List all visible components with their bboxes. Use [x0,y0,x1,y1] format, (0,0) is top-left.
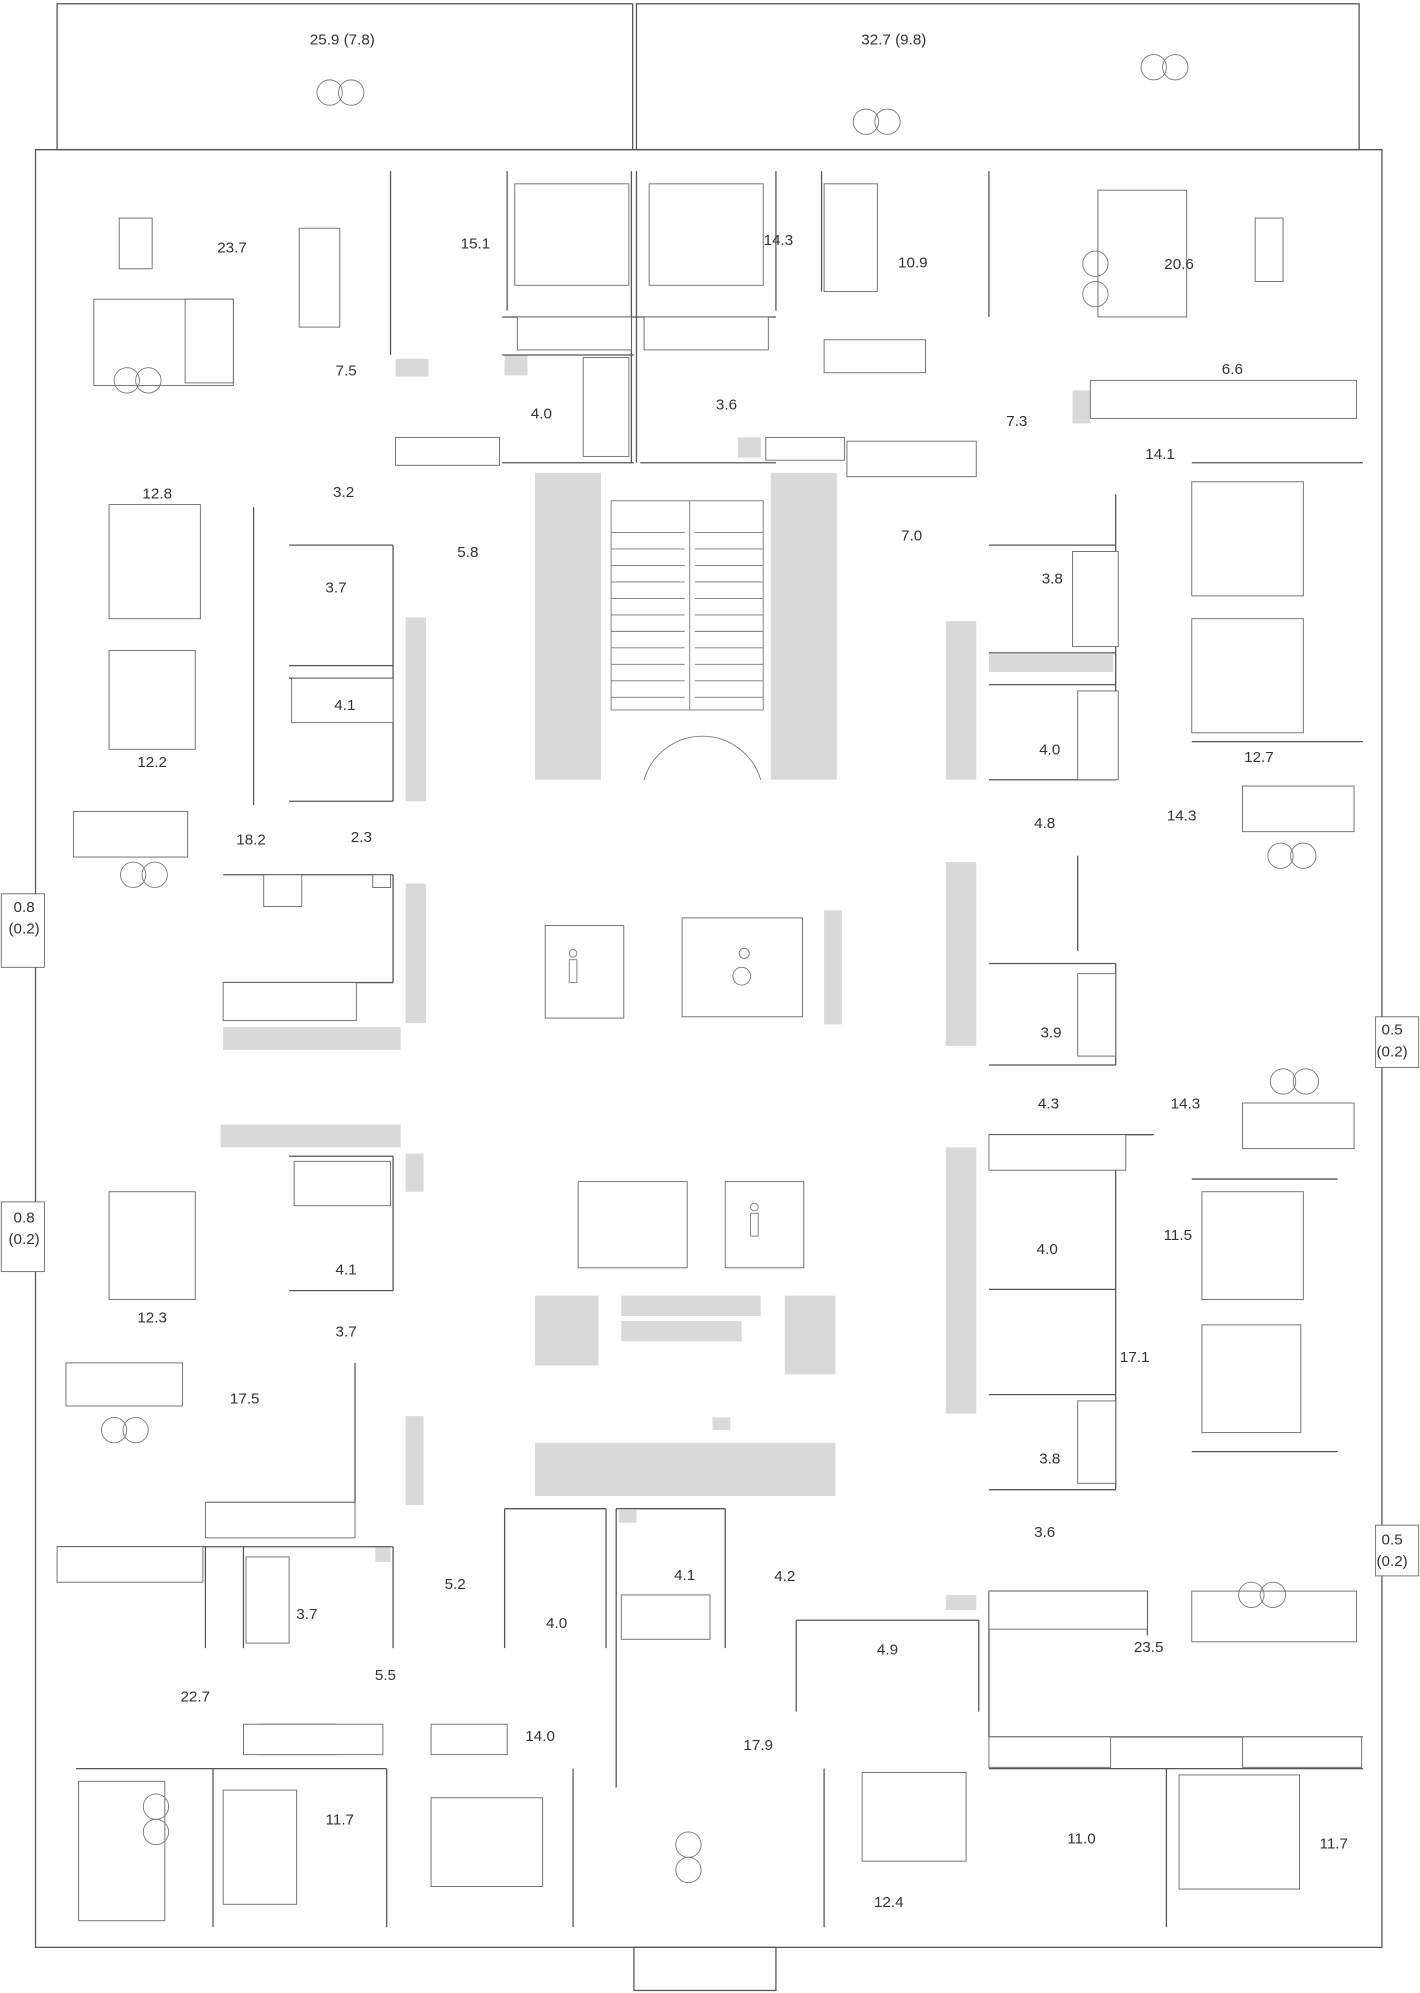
room-area-label: 10.9 [898,255,928,272]
room-area-label: 7.0 [901,527,922,544]
elevator-accessible [681,917,803,1018]
room-area-label: 3.7 [336,1323,357,1340]
bay-window-sub-label: (0.2) [1376,1043,1407,1060]
room-area-label: 3.8 [1042,570,1063,587]
bay-window-sub-label: (0.2) [8,1231,39,1248]
area-labels: 25.9 (7.8) 32.7 (9.8) 0.8 (0.2) 0.8 (0.2) 0.5 (… [8,32,1407,1911]
room-area-label: 3.6 [1034,1524,1055,1541]
room-area-label: 12.7 [1244,749,1274,766]
room-area-label: 4.2 [774,1568,795,1585]
room-area-label: 23.5 [1134,1639,1164,1656]
room-area-label: 6.6 [1222,361,1243,378]
furniture [56,54,1363,1922]
room-area-label: 4.0 [531,406,552,423]
room-area-label: 7.3 [1006,413,1027,430]
balcony-area-label: 25.9 (7.8) [310,32,375,49]
room-area-label: 17.5 [230,1391,260,1408]
room-area-label: 11.7 [326,1812,354,1829]
elevator-freight [577,1181,688,1269]
room-area-label: 2.3 [351,829,372,846]
room-area-label: 4.9 [877,1642,898,1659]
gray-shafts [220,354,1114,1611]
balcony-right [635,3,1360,151]
balcony-area-label: 32.7 (9.8) [861,32,926,49]
room-area-label: 12.3 [137,1310,167,1327]
outer-walls [34,148,1383,1992]
room-area-label: 15.1 [461,236,491,253]
room-area-label: 3.7 [325,579,346,596]
balcony-left [56,3,634,151]
room-area-label: 4.1 [336,1261,357,1278]
room-area-label: 14.3 [1167,807,1197,824]
room-area-label: 3.6 [716,397,737,414]
room-area-label: 17.1 [1120,1349,1150,1366]
room-area-label: 3.7 [296,1606,317,1623]
room-area-label: 3.8 [1039,1450,1060,1467]
room-area-label: 14.3 [764,232,794,249]
bay-window-area-label: 0.5 [1382,1531,1403,1548]
bay-window-area-label: 0.5 [1382,1022,1403,1039]
room-area-label: 14.0 [525,1728,555,1745]
interior-walls [35,148,1382,1928]
room-area-label: 4.0 [546,1615,567,1632]
elevator-passenger-2 [724,1181,805,1269]
room-area-label: 11.7 [1320,1836,1348,1853]
elevator-passenger [544,925,625,1019]
room-area-label: 3.9 [1040,1024,1061,1041]
room-area-label: 12.8 [142,485,172,502]
room-area-label: 11.5 [1164,1227,1192,1244]
room-area-label: 17.9 [743,1737,773,1754]
room-area-label: 23.7 [217,240,247,257]
room-area-label: 18.2 [236,832,266,849]
room-area-label: 4.1 [334,697,355,714]
room-area-label: 14.3 [1171,1095,1201,1112]
room-area-label: 22.7 [180,1689,210,1706]
room-area-label: 3.2 [333,484,354,501]
bay-window-area-label: 0.8 [14,899,35,916]
room-area-label: 5.8 [457,544,478,561]
bay-window-sub-label: (0.2) [8,920,39,937]
room-area-label: 5.2 [445,1576,466,1593]
room-area-label: 7.5 [336,362,357,379]
room-area-label: 4.0 [1037,1241,1058,1258]
room-area-label: 4.1 [674,1567,695,1584]
bay-window-area-label: 0.8 [14,1209,35,1226]
room-area-label: 4.0 [1039,742,1060,759]
bay-window-sub-label: (0.2) [1376,1553,1407,1570]
room-area-label: 11.0 [1067,1831,1095,1848]
room-area-label: 20.6 [1164,256,1194,273]
room-area-label: 4.8 [1034,815,1055,832]
room-area-label: 12.2 [137,754,167,771]
room-area-label: 4.3 [1038,1095,1059,1112]
bay-windows [0,893,1420,1577]
room-area-label: 5.5 [375,1667,396,1684]
room-area-label: 14.1 [1145,446,1175,463]
staircase [610,500,764,780]
room-area-label: 12.4 [874,1894,904,1911]
